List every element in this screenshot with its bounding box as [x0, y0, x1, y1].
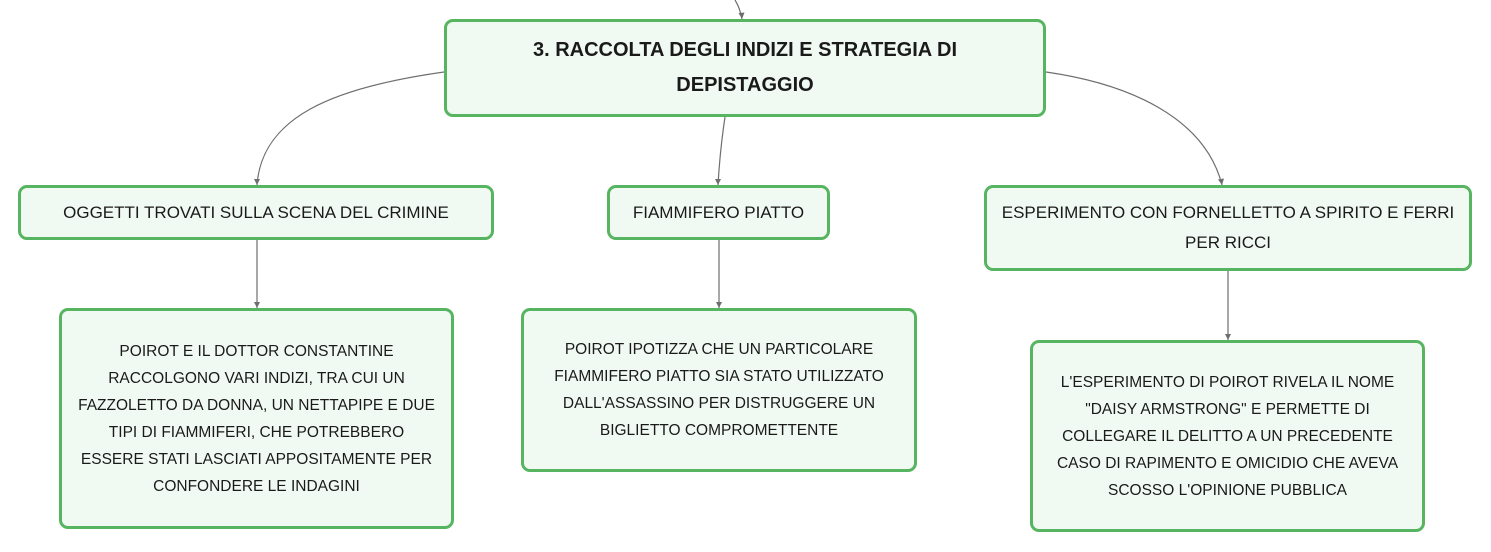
- detail-text-esperimento: L'ESPERIMENTO DI POIROT RIVELA IL NOME "…: [1056, 373, 1399, 499]
- central-topic-node[interactable]: 3. RACCOLTA DEGLI INDIZI E STRATEGIA DI …: [444, 19, 1046, 117]
- topic-node-oggetti[interactable]: OGGETTI TROVATI SULLA SCENA DEL CRIMINE: [18, 185, 494, 240]
- connector-central-to-esperimento: [1045, 71, 1223, 186]
- detail-node-fiammifero[interactable]: POIROT IPOTIZZA CHE UN PARTICOLARE FIAMM…: [521, 308, 917, 472]
- detail-node-oggetti[interactable]: POIROT E IL DOTTOR CONSTANTINE RACCOLGON…: [59, 308, 454, 529]
- topic-node-esperimento[interactable]: ESPERIMENTO CON FORNELLETTO A SPIRITO E …: [984, 185, 1472, 271]
- topic-title-oggetti: OGGETTI TROVATI SULLA SCENA DEL CRIMINE: [63, 202, 449, 222]
- topic-title-esperimento: ESPERIMENTO CON FORNELLETTO A SPIRITO E …: [1001, 203, 1455, 252]
- connector-central-to-fiammifero: [717, 116, 726, 186]
- arrowhead-esperimento-detail: [1225, 334, 1231, 340]
- topic-node-fiammifero[interactable]: FIAMMIFERO PIATTO: [607, 185, 830, 240]
- connector-central-to-oggetti: [256, 71, 445, 186]
- arrowhead-oggetti-detail: [254, 302, 260, 308]
- detail-node-esperimento[interactable]: L'ESPERIMENTO DI POIROT RIVELA IL NOME "…: [1030, 340, 1425, 532]
- arrowhead-fiammifero-detail: [716, 302, 722, 308]
- arrowhead-fiammifero: [715, 179, 721, 185]
- arrowhead-parent: [738, 12, 745, 19]
- arrowhead-oggetti: [254, 179, 260, 185]
- topic-title-fiammifero: FIAMMIFERO PIATTO: [632, 202, 805, 222]
- arrowhead-esperimento: [1218, 178, 1224, 185]
- detail-text-fiammifero: POIROT IPOTIZZA CHE UN PARTICOLARE FIAMM…: [554, 341, 884, 439]
- central-topic-title: 3. RACCOLTA DEGLI INDIZI E STRATEGIA DI …: [532, 39, 958, 96]
- detail-text-oggetti: POIROT E IL DOTTOR CONSTANTINE RACCOLGON…: [78, 342, 435, 495]
